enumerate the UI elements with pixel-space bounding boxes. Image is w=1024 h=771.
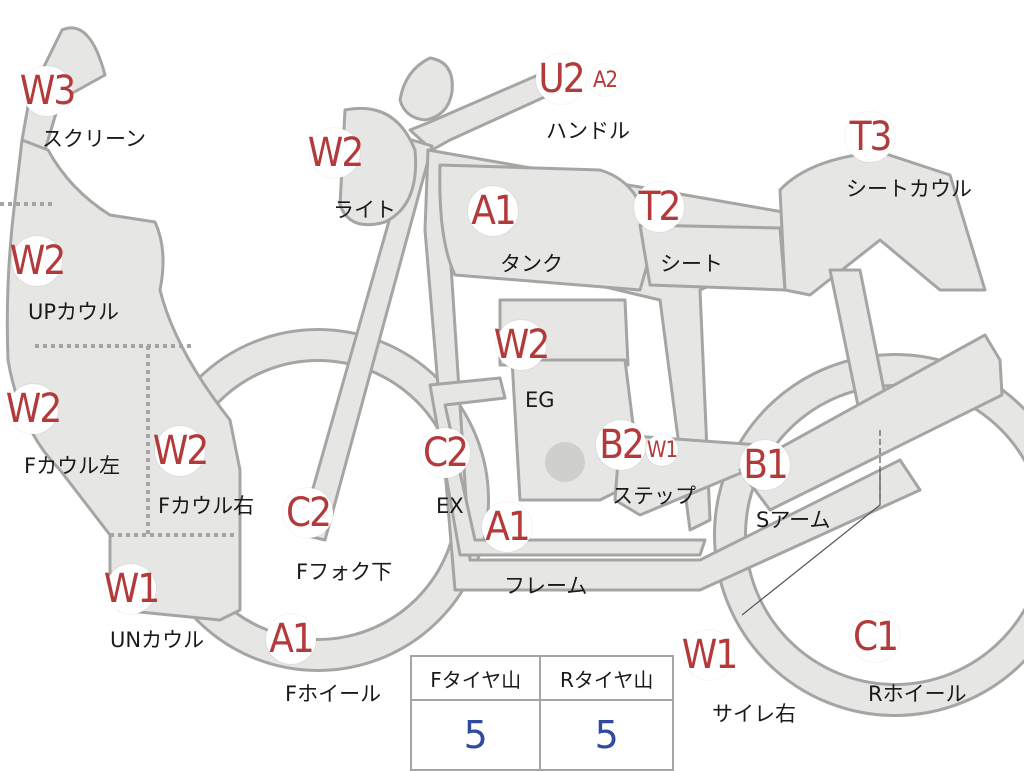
handle-sub-code-badge: A2 xyxy=(589,64,621,96)
f-cowl-left-label: Fカウル左 xyxy=(24,454,121,478)
engine-code-badge: W2 xyxy=(493,320,550,370)
un-cowl-code-badge: W1 xyxy=(103,564,160,614)
swing-arm-shape xyxy=(738,333,1004,512)
r-wheel-label: Rホイール xyxy=(868,682,967,706)
f-fork-code-badge: C2 xyxy=(283,488,333,538)
screen-code-badge: W3 xyxy=(19,66,76,116)
handle-code-badge: U2 xyxy=(536,54,586,104)
s-arm-code-badge: B1 xyxy=(740,440,790,490)
r-wheel-code-badge: C1 xyxy=(850,612,900,662)
f-wheel-code-badge: A1 xyxy=(266,614,316,664)
tank-code-badge: A1 xyxy=(468,186,518,236)
engine-cover xyxy=(545,442,585,482)
mirror-shape xyxy=(398,56,454,122)
f-wheel-label: Fホイール xyxy=(285,682,382,706)
rear-tire-value: 5 xyxy=(539,699,674,771)
s-arm-label: Sアーム xyxy=(756,508,831,532)
tank-label: タンク xyxy=(500,252,563,276)
light-label: ライト xyxy=(333,198,396,222)
step-code-badge: B2 xyxy=(596,420,646,470)
seat-cowl-code-badge: T3 xyxy=(845,112,895,162)
exhaust-shape xyxy=(428,376,707,557)
seat-cowl-label: シートカウル xyxy=(846,177,972,201)
f-cowl-left-code-badge: W2 xyxy=(5,384,62,434)
f-fork-label: Fフォク下 xyxy=(296,560,393,584)
rear-tire-header: Rタイヤ山 xyxy=(539,655,674,701)
step-label: ステップ xyxy=(612,484,696,508)
seat-code-badge: T2 xyxy=(634,182,684,232)
up-cowl-label: UPカウル xyxy=(28,300,120,324)
screen-label: スクリーン xyxy=(42,127,146,151)
front-tire-header: Fタイヤ山 xyxy=(409,655,542,701)
light-code-badge: W2 xyxy=(307,128,364,178)
frame-label: フレーム xyxy=(504,574,588,598)
handle-label: ハンドル xyxy=(546,119,630,143)
step-sub-code-badge: W1 xyxy=(646,434,678,466)
rear-wheel-fill xyxy=(716,356,1024,714)
silencer-code-badge: W1 xyxy=(681,630,738,680)
front-fork-shape xyxy=(298,138,434,542)
tire-tread-table: Fタイヤ山 Rタイヤ山 5 5 xyxy=(409,655,674,771)
exhaust-code-badge: C2 xyxy=(420,428,470,478)
upper-cowl-shape xyxy=(5,138,242,622)
frame-code-badge: A1 xyxy=(482,502,532,552)
f-cowl-right-label: Fカウル右 xyxy=(158,494,255,518)
up-cowl-code-badge: W2 xyxy=(9,236,66,286)
seat-label: シート xyxy=(660,252,723,276)
silencer-label: サイレ右 xyxy=(712,702,796,726)
un-cowl-label: UNカウル xyxy=(110,628,205,652)
engine-label: EG xyxy=(525,388,555,412)
exhaust-label: EX xyxy=(436,494,464,518)
silencer-leader xyxy=(741,470,881,616)
f-cowl-right-code-badge: W2 xyxy=(152,426,209,476)
front-tire-value: 5 xyxy=(409,699,542,771)
